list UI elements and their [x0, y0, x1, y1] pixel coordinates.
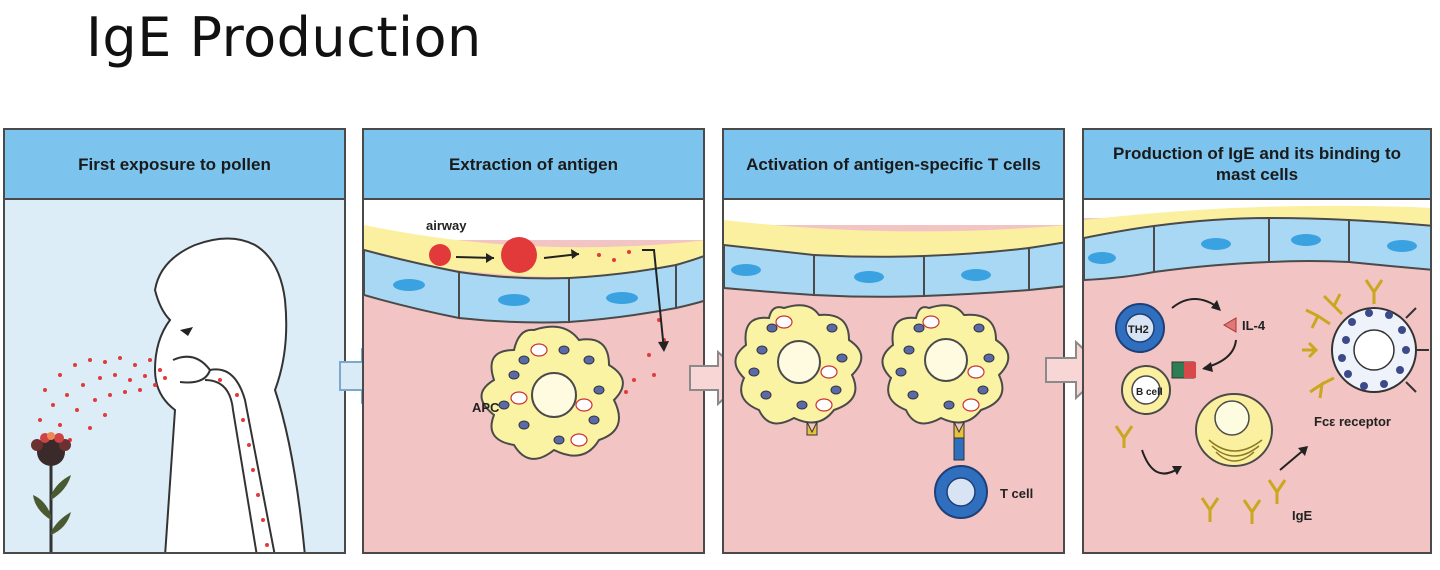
pollen-cloud [38, 356, 167, 442]
panel-header: Extraction of antigen [364, 130, 703, 200]
activation-illustration: T cell [724, 200, 1063, 519]
apc-cell-presenting [881, 304, 1010, 461]
label-il4: IL-4 [1242, 318, 1266, 333]
th2-cell [1115, 303, 1165, 353]
surface-ige [1114, 425, 1134, 448]
epithelium-nuclei [731, 264, 991, 283]
ige-molecules [1200, 479, 1287, 524]
page-title: IgE Production [86, 6, 482, 69]
apc-cell [480, 325, 624, 460]
t-cell [934, 465, 988, 519]
extraction-illustration: airway APC [364, 200, 703, 460]
mast-cell [1302, 279, 1429, 399]
panel-activation: Activation of antigen-specific T cells [722, 128, 1065, 554]
airway-tube-inner [204, 379, 258, 552]
b-cell [1121, 361, 1196, 415]
panel-header: First exposure to pollen [5, 130, 344, 200]
panel-ige-production: Production of IgE and its binding to mas… [1082, 128, 1432, 554]
ige-production-illustration: TH2 IL-4 B cell [1084, 200, 1430, 524]
label-fce-receptor: Fcε receptor [1314, 414, 1391, 429]
apc-cell [734, 304, 863, 436]
panel-extraction: Extraction of antigen airway [362, 128, 705, 554]
antigen-path-arrow [642, 249, 665, 351]
plasma-cell [1195, 393, 1273, 467]
label-b-cell: B cell [1136, 387, 1163, 398]
panel-header: Production of IgE and its binding to mas… [1084, 130, 1430, 200]
eye [180, 327, 193, 336]
label-th2: TH2 [1128, 324, 1149, 336]
released-antigen [597, 250, 666, 394]
epithelium-nuclei [1088, 234, 1417, 264]
label-ige: IgE [1292, 508, 1313, 523]
mucus-layer [724, 220, 1063, 261]
pollen-exposure-illustration [31, 237, 306, 552]
panel-first-exposure: First exposure to pollen [3, 128, 346, 554]
pollen-grain [429, 244, 451, 266]
panel-header: Activation of antigen-specific T cells [724, 130, 1063, 200]
pollen-swollen [501, 237, 537, 273]
il4-triangle [1223, 317, 1237, 333]
epithelium-nuclei [393, 279, 638, 306]
airway-pollen-dots [218, 378, 269, 547]
label-t-cell: T cell [1000, 486, 1033, 501]
label-airway: airway [426, 218, 467, 233]
airway-tube [209, 368, 276, 552]
pollen-plant [31, 432, 71, 552]
label-apc: APC [472, 400, 500, 415]
